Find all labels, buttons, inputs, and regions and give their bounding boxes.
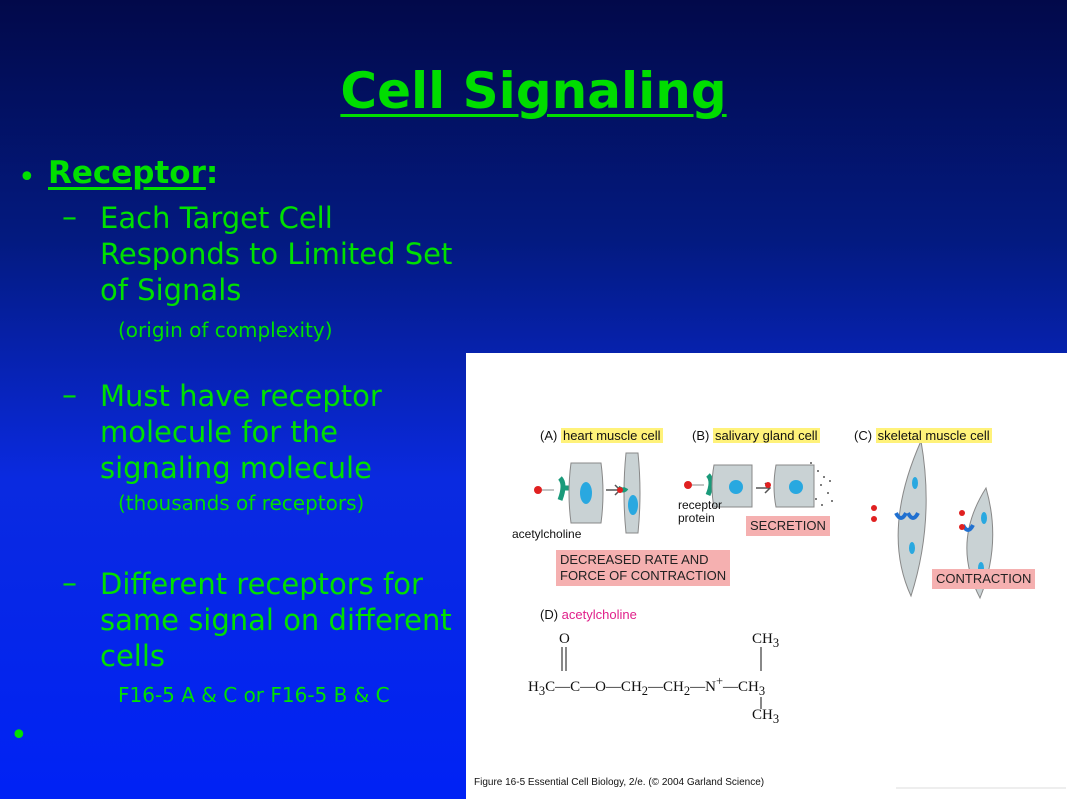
figure-caption: Figure 16-5 Essential Cell Biology, 2/e.…	[474, 777, 765, 788]
dash-2: –	[62, 378, 77, 413]
structure-bottom-ch3: CH3	[752, 707, 780, 726]
structure-main-chain: H3C—C—O—CH2—CH2—N+—CH3	[528, 674, 766, 698]
item-1-text: Each Target Cell Responds to Limited Set…	[100, 201, 453, 307]
receptor-heading: Receptor:	[48, 155, 219, 191]
panel-a-label: (A) heart muscle cell	[540, 428, 663, 443]
item-3-text: Different receptors for same signal on d…	[100, 567, 452, 673]
panel-d-label: (D) acetylcholine	[540, 607, 637, 622]
figure-16-5: (A) heart muscle cell (B) salivary gland…	[466, 353, 1067, 799]
item-3-note: F16-5 A & C or F16-5 B & C	[118, 683, 390, 707]
dash-1: –	[62, 200, 77, 235]
bullet-receptor: •	[18, 160, 36, 195]
panel-c-label: (C) skeletal muscle cell	[854, 428, 992, 443]
secretion-box: SECRETION	[746, 516, 830, 536]
slide-title: Cell Signaling	[340, 62, 727, 120]
dash-3: –	[62, 566, 77, 601]
item-2-note: (thousands of receptors)	[118, 491, 365, 515]
receptor-heading-text: Receptor	[48, 155, 206, 191]
ligand-a	[534, 486, 542, 494]
acetylcholine-label: acetylcholine	[512, 527, 582, 541]
structure-top-ch3: CH3	[752, 631, 780, 650]
contraction-box: CONTRACTION	[932, 569, 1036, 589]
panel-b-label: (B) salivary gland cell	[692, 428, 820, 443]
item-1-note: (origin of complexity)	[118, 318, 333, 342]
bullet-empty: •	[10, 718, 28, 753]
heart-cell-2	[623, 452, 641, 534]
structure-carbonyl-o: O	[559, 631, 570, 647]
item-2-text: Must have receptor molecule for the sign…	[100, 379, 382, 485]
